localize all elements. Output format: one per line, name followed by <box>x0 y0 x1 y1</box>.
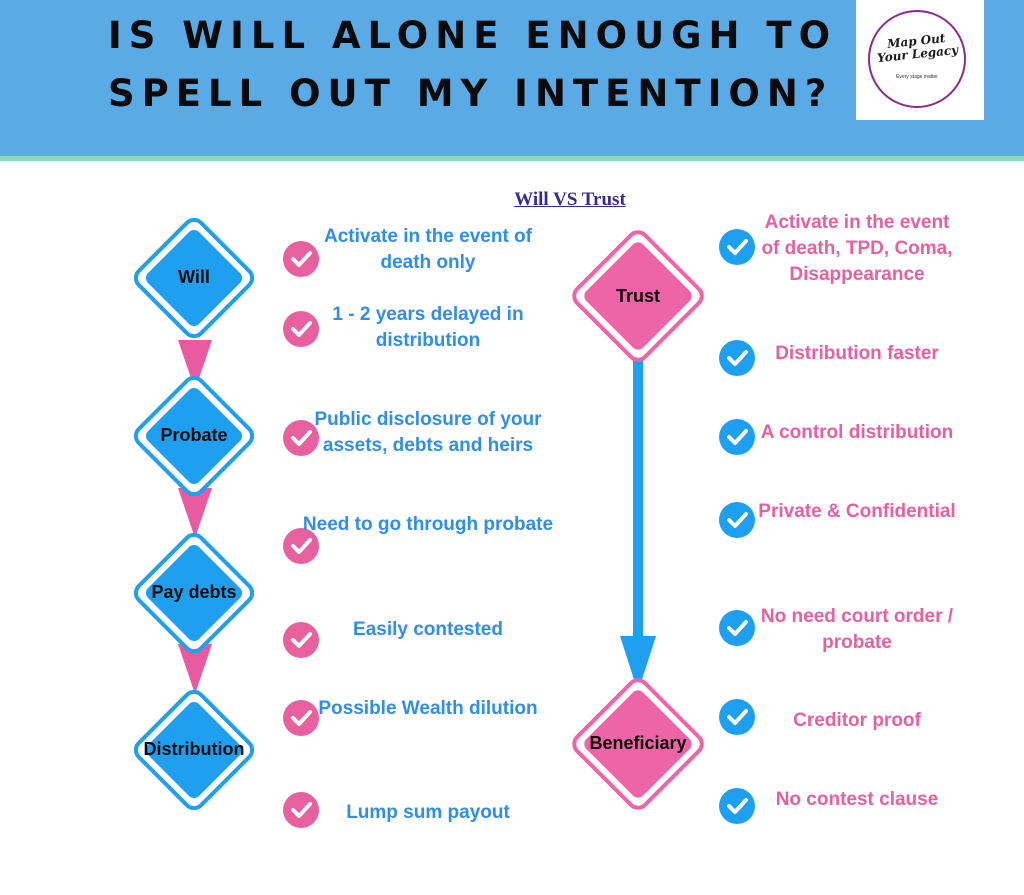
logo-ring <box>868 10 966 108</box>
trust-point: No contest clause <box>775 789 939 810</box>
trust-point: No need court order / probate <box>760 606 954 653</box>
beneficiary-node-diamond <box>572 678 704 810</box>
distribution-node-diamond <box>133 689 255 811</box>
check-icon <box>283 241 319 277</box>
will-point: Need to go through probate <box>302 514 554 535</box>
check-icon <box>283 420 319 456</box>
trust-point: Activate in the event of death, TPD, Com… <box>761 212 953 285</box>
pay-debts-node-diamond <box>133 532 255 654</box>
check-icon <box>283 528 319 564</box>
check-icon <box>719 419 755 455</box>
will-node-diamond <box>133 217 255 339</box>
logo: Map Out Your Legacy Every stage matter <box>856 0 984 120</box>
will-arrow-2 <box>178 488 212 538</box>
header-divider <box>0 156 1024 161</box>
distribution-node-label: Distribution <box>143 739 245 759</box>
check-icon <box>283 792 319 828</box>
check-icon <box>719 699 755 735</box>
will-point: Easily contested <box>353 619 503 640</box>
title-line-2: SPELL OUT MY INTENTION? <box>108 72 834 115</box>
trust-point: Distribution faster <box>775 343 939 364</box>
page-subtitle: Will VS Trust <box>514 189 626 210</box>
trust-point: A control distribution <box>760 422 954 443</box>
will-node-label: Will <box>178 267 210 287</box>
check-icon <box>283 700 319 736</box>
will-point: Possible Wealth dilution <box>318 698 538 719</box>
will-point: Activate in the event of death only <box>324 226 532 273</box>
probate-node-label: Probate <box>160 425 228 445</box>
check-icon <box>719 610 755 646</box>
logo-tagline: Every stage matter <box>896 74 938 80</box>
trust-point: Private & Confidential <box>758 501 956 522</box>
probate-node-diamond <box>133 375 255 497</box>
trust-arrow-head <box>620 636 656 692</box>
will-point: Lump sum payout <box>346 802 510 823</box>
will-arrow-3 <box>178 644 212 694</box>
header-banner <box>0 0 1024 156</box>
trust-arrow-shaft <box>633 350 643 640</box>
check-icon <box>719 229 755 265</box>
will-point: 1 - 2 years delayed in distribution <box>332 304 524 351</box>
trust-node-label: Trust <box>615 286 660 306</box>
will-point: Public disclosure of your assets, debts … <box>314 409 542 456</box>
check-icon <box>283 311 319 347</box>
check-icon <box>719 788 755 824</box>
check-icon <box>719 502 755 538</box>
trust-node-diamond <box>572 230 704 362</box>
pay-debts-node-label: Pay debts <box>151 582 237 602</box>
check-icon <box>719 340 755 376</box>
beneficiary-node-label: Beneficiary <box>589 733 687 753</box>
check-icon <box>283 622 319 658</box>
title-line-1: IS WILL ALONE ENOUGH TO <box>108 14 838 57</box>
will-arrow-1 <box>178 340 212 390</box>
trust-point: Creditor proof <box>793 710 921 731</box>
